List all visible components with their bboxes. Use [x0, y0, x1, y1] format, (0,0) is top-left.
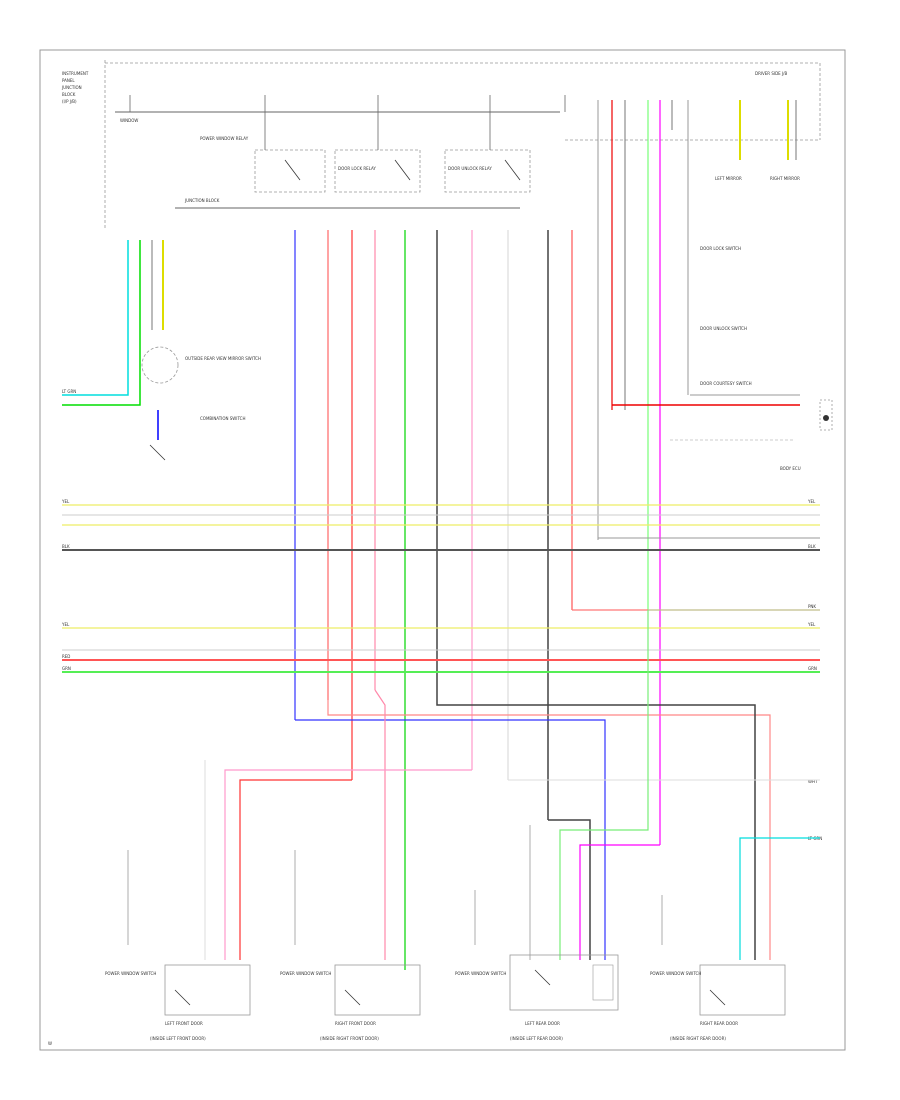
mirror-switch: OUTSIDE REAR VIEW MIRROR SWITCH [141, 346, 261, 384]
svg-text:COMBINATION SWITCH: COMBINATION SWITCH [200, 416, 245, 421]
driver-jb-label: DRIVER SIDE J/B [755, 71, 787, 76]
main-risers [294, 230, 573, 970]
small-switch-4: POWER WINDOW SWITCH [650, 895, 701, 976]
combination-switch: COMBINATION SWITCH [149, 416, 245, 461]
svg-text:BLK: BLK [62, 544, 70, 549]
svg-text:RIGHT FRONT DOOR: RIGHT FRONT DOOR [335, 1021, 376, 1026]
svg-text:YEL: YEL [61, 499, 70, 504]
svg-text:PANEL: PANEL [62, 78, 75, 83]
svg-text:BLK: BLK [808, 544, 816, 549]
svg-text:YEL: YEL [807, 499, 816, 504]
svg-text:(INSIDE RIGHT REAR DOOR): (INSIDE RIGHT REAR DOOR) [670, 1036, 726, 1041]
svg-text:(I/P J/B): (I/P J/B) [62, 99, 77, 104]
svg-text:BLOCK: BLOCK [62, 92, 76, 97]
sw-b-label: DOOR UNLOCK SWITCH [700, 326, 747, 331]
sensor-label: DOOR COURTESY SWITCH [700, 381, 752, 386]
mirror-right-label: RIGHT MIRROR [770, 176, 800, 181]
svg-text:POWER WINDOW SWITCH: POWER WINDOW SWITCH [280, 971, 331, 976]
svg-text:POWER WINDOW SWITCH: POWER WINDOW SWITCH [105, 971, 156, 976]
svg-text:GRN: GRN [808, 666, 817, 671]
svg-text:POWER WINDOW RELAY: POWER WINDOW RELAY [200, 136, 249, 141]
svg-text:GRN: GRN [62, 666, 71, 671]
sw-a-label: DOOR LOCK SWITCH [700, 246, 741, 251]
svg-text:(INSIDE LEFT FRONT DOOR): (INSIDE LEFT FRONT DOOR) [150, 1036, 206, 1041]
mirror-left-label: LEFT MIRROR [715, 176, 742, 181]
svg-text:JUNCTION: JUNCTION [61, 85, 82, 90]
svg-text:DOOR UNLOCK RELAY: DOOR UNLOCK RELAY [448, 166, 492, 171]
right-top-connectors [597, 100, 797, 845]
footer-code: W [48, 1041, 52, 1046]
module-left-rear-door: LEFT REAR DOOR (INSIDE LEFT REAR DOOR) [509, 954, 619, 1041]
small-switch-1: POWER WINDOW SWITCH [105, 850, 156, 976]
top-bus-taps [129, 95, 566, 112]
svg-text:DOOR LOCK RELAY: DOOR LOCK RELAY [338, 166, 376, 171]
svg-text:RED: RED [62, 654, 70, 659]
left-wires [62, 240, 164, 406]
svg-text:INSTRUMENT: INSTRUMENT [62, 71, 89, 76]
lower-routing [204, 610, 820, 960]
svg-text:PNK: PNK [808, 604, 816, 609]
ground-symbol [819, 399, 833, 431]
module-left-front-door: LEFT FRONT DOOR (INSIDE LEFT FRONT DOOR) [150, 964, 251, 1041]
svg-text:RIGHT REAR DOOR: RIGHT REAR DOOR [700, 1021, 738, 1026]
ecu-label: BODY ECU [780, 466, 801, 471]
svg-text:POWER WINDOW SWITCH: POWER WINDOW SWITCH [650, 971, 701, 976]
relay-power-window: POWER WINDOW RELAY [200, 112, 326, 193]
bus-left-label: WINDOW [120, 118, 138, 123]
module-right-front-door: RIGHT FRONT DOOR (INSIDE RIGHT FRONT DOO… [320, 964, 421, 1041]
svg-text:LT GRN: LT GRN [62, 389, 76, 394]
bus-labels-left: YEL BLK YEL RED GRN LT GRN [61, 389, 76, 671]
jb-sub-label: JUNCTION BLOCK [184, 198, 220, 203]
relay-door-unlock: DOOR UNLOCK RELAY [444, 112, 531, 193]
small-switch-2: POWER WINDOW SWITCH [280, 850, 331, 976]
relay-door-lock: DOOR LOCK RELAY [334, 112, 421, 193]
svg-text:WHT: WHT [808, 779, 818, 784]
svg-text:YEL: YEL [61, 622, 70, 627]
svg-text:OUTSIDE REAR VIEW MIRROR SWITC: OUTSIDE REAR VIEW MIRROR SWITCH [185, 356, 261, 361]
svg-text:POWER WINDOW SWITCH: POWER WINDOW SWITCH [455, 971, 506, 976]
svg-text:LEFT REAR DOOR: LEFT REAR DOOR [525, 1021, 560, 1026]
horizontal-buses [62, 504, 820, 673]
svg-text:(INSIDE LEFT REAR DOOR): (INSIDE LEFT REAR DOOR) [510, 1036, 563, 1041]
diagram-frame [39, 49, 846, 1051]
svg-text:YEL: YEL [807, 622, 816, 627]
small-switch-3: POWER WINDOW SWITCH [455, 890, 506, 976]
module-right-rear-door: RIGHT REAR DOOR (INSIDE RIGHT REAR DOOR) [670, 964, 786, 1041]
svg-text:(INSIDE RIGHT FRONT DOOR): (INSIDE RIGHT FRONT DOOR) [320, 1036, 379, 1041]
svg-text:LEFT FRONT DOOR: LEFT FRONT DOOR [165, 1021, 203, 1026]
junction-block-label: INSTRUMENT PANEL JUNCTION BLOCK (I/P J/B… [61, 71, 89, 104]
